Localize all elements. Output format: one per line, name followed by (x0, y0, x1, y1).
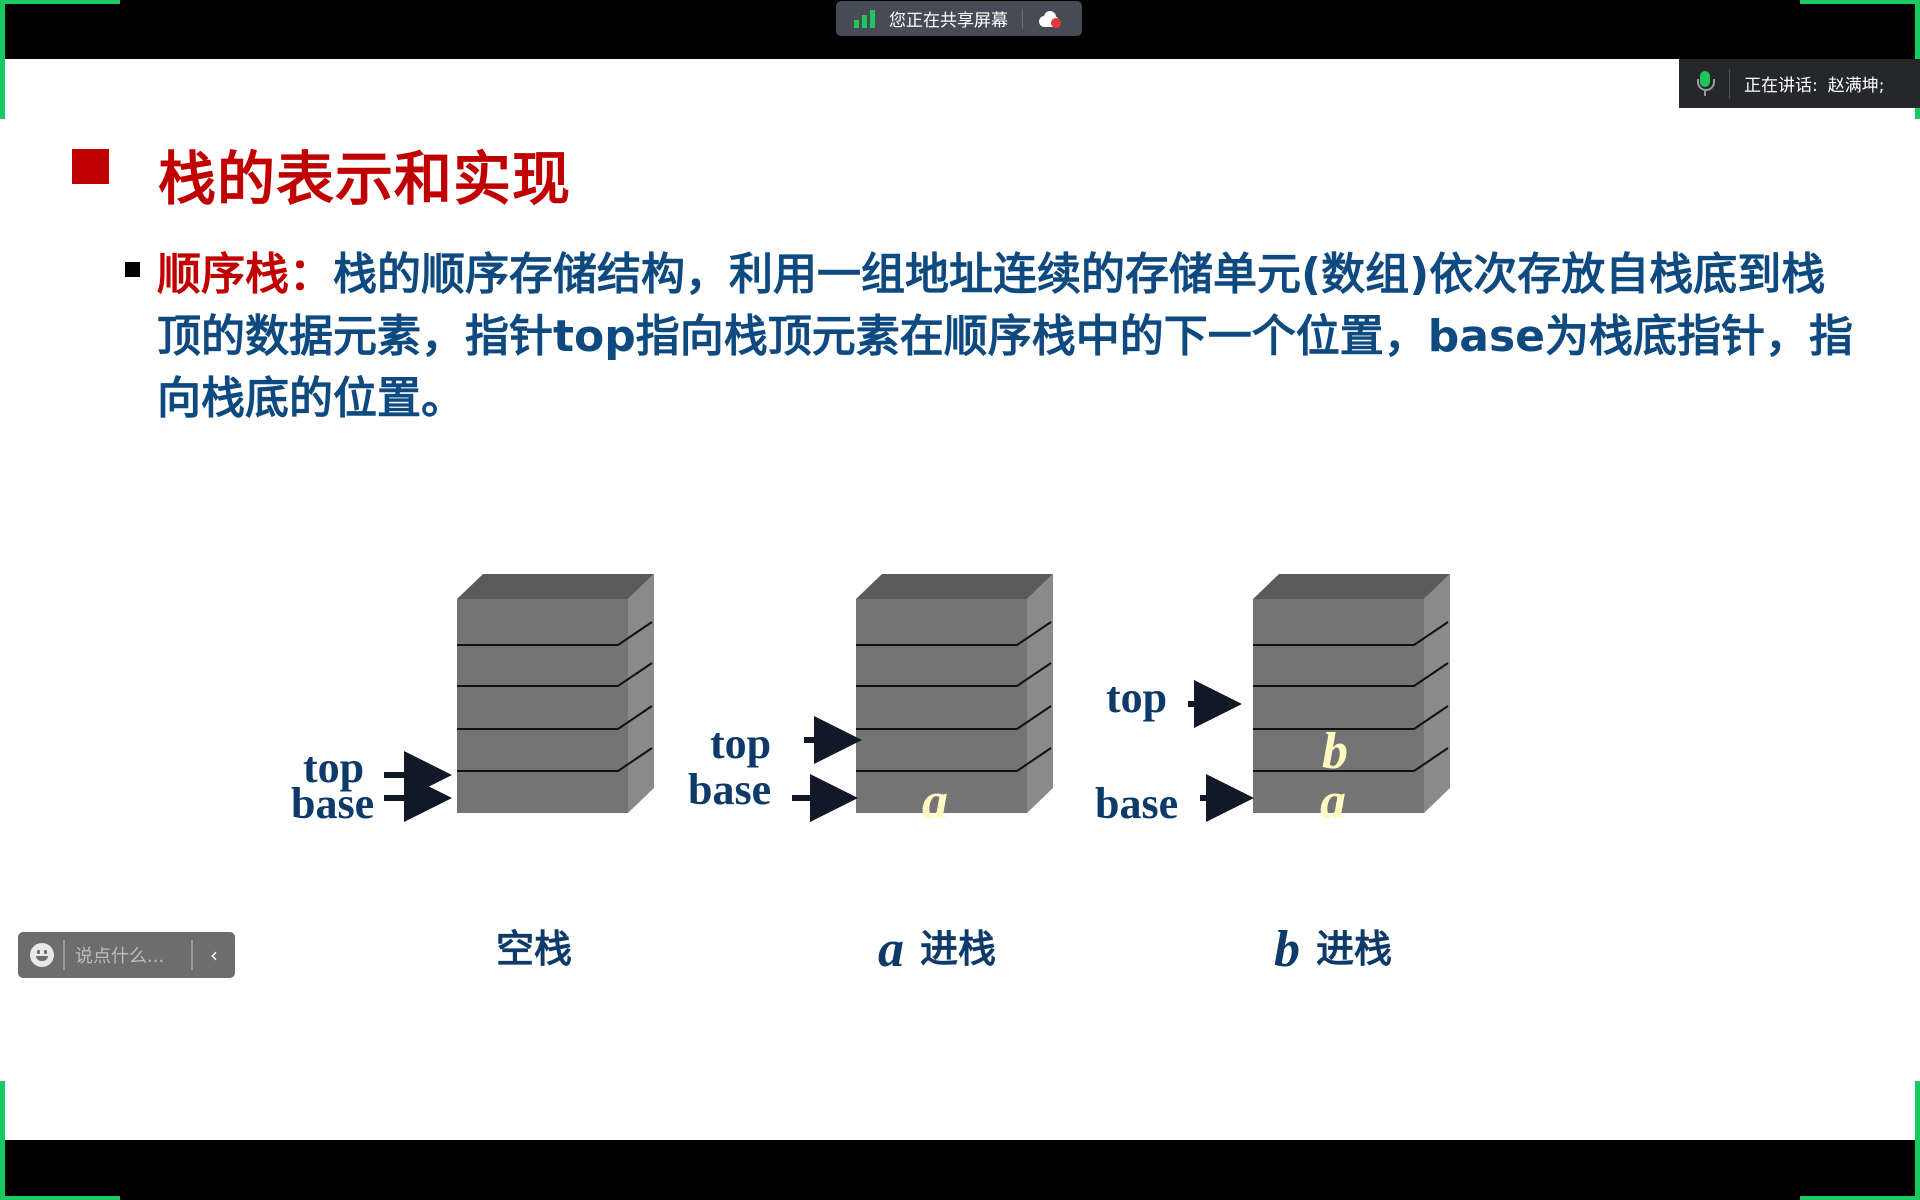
chat-input-bar[interactable]: 说点什么... ‹ (18, 932, 235, 978)
element-a: a (922, 773, 948, 830)
microphone-icon (1697, 70, 1715, 97)
base-label: base (688, 765, 771, 814)
bullet-square (125, 262, 140, 277)
bullet-keyword: 顺序栈： (157, 249, 333, 300)
frame-corner (1800, 1196, 1920, 1200)
chat-input[interactable]: 说点什么... (75, 946, 165, 967)
stack-slot-line (1253, 705, 1449, 730)
signal-icon (854, 9, 875, 28)
stack-side-face (628, 574, 654, 813)
speaker-label: 正在讲话: (1744, 76, 1818, 96)
stack-top-face (1253, 574, 1450, 599)
top-label: top (1106, 673, 1167, 722)
frame-corner (0, 1081, 5, 1200)
stack-top-face (457, 574, 654, 599)
smiley-icon[interactable] (30, 943, 54, 967)
stack-slot-line (1253, 621, 1449, 646)
caption-prefix-a: a (878, 921, 904, 978)
caption-b-push: 进栈 (1316, 927, 1392, 971)
bottom-black-bar (0, 1140, 1920, 1200)
stack-slot-line (457, 705, 653, 730)
bullet-text: 栈的顺序存储结构，利用一组地址连续的存储单元(数组)依次存放自栈底到栈顶的数据元… (157, 249, 1853, 424)
base-label: base (291, 779, 374, 828)
slide-title: 栈的表示和实现 (158, 145, 572, 213)
divider (63, 940, 65, 970)
stack-slot-line (856, 662, 1052, 687)
stack-slot-line (1253, 747, 1449, 772)
top-label: top (303, 743, 364, 792)
stack-top-face (856, 574, 1053, 599)
slide-body-text: 顺序栈：栈的顺序存储结构，利用一组地址连续的存储单元(数组)依次存放自栈底到栈顶… (157, 244, 1857, 430)
stack-front-face (1253, 599, 1424, 813)
caption-a-push: 进栈 (920, 927, 996, 971)
base-label: base (1095, 779, 1178, 828)
divider (1022, 8, 1023, 29)
stack-side-face (1424, 574, 1450, 813)
stack-side-face (1027, 574, 1053, 813)
stack-slot-line (856, 747, 1052, 772)
element-a: a (1320, 773, 1346, 830)
element-b: b (1322, 723, 1348, 780)
frame-corner (0, 1196, 120, 1200)
stack-slot-line (856, 705, 1052, 730)
stack-slot-line (457, 662, 653, 687)
stack-front-face (457, 599, 628, 813)
stack-slot-line (457, 747, 653, 772)
frame-corner (0, 0, 120, 4)
frame-corner (1800, 0, 1920, 4)
screen-share-indicator[interactable]: 您正在共享屏幕 (836, 1, 1082, 36)
caption-prefix-b: b (1274, 921, 1300, 978)
active-speaker-indicator: 正在讲话: 赵满坤; (1679, 59, 1920, 108)
title-bullet-square (72, 149, 109, 184)
caption-empty-stack: 空栈 (496, 927, 572, 971)
divider (1729, 68, 1730, 99)
speaker-name: 赵满坤; (1827, 76, 1885, 96)
chevron-left-icon[interactable]: ‹ (191, 940, 235, 970)
frame-corner (1915, 1081, 1920, 1200)
stack-slot-line (457, 621, 653, 646)
frame-corner (0, 0, 5, 119)
cloud-record-icon[interactable] (1037, 10, 1063, 28)
top-label: top (710, 719, 771, 768)
stack-slot-line (856, 621, 1052, 646)
stack-slot-line (1253, 662, 1449, 687)
stack-front-face (856, 599, 1027, 813)
share-status-text: 您正在共享屏幕 (889, 11, 1008, 31)
